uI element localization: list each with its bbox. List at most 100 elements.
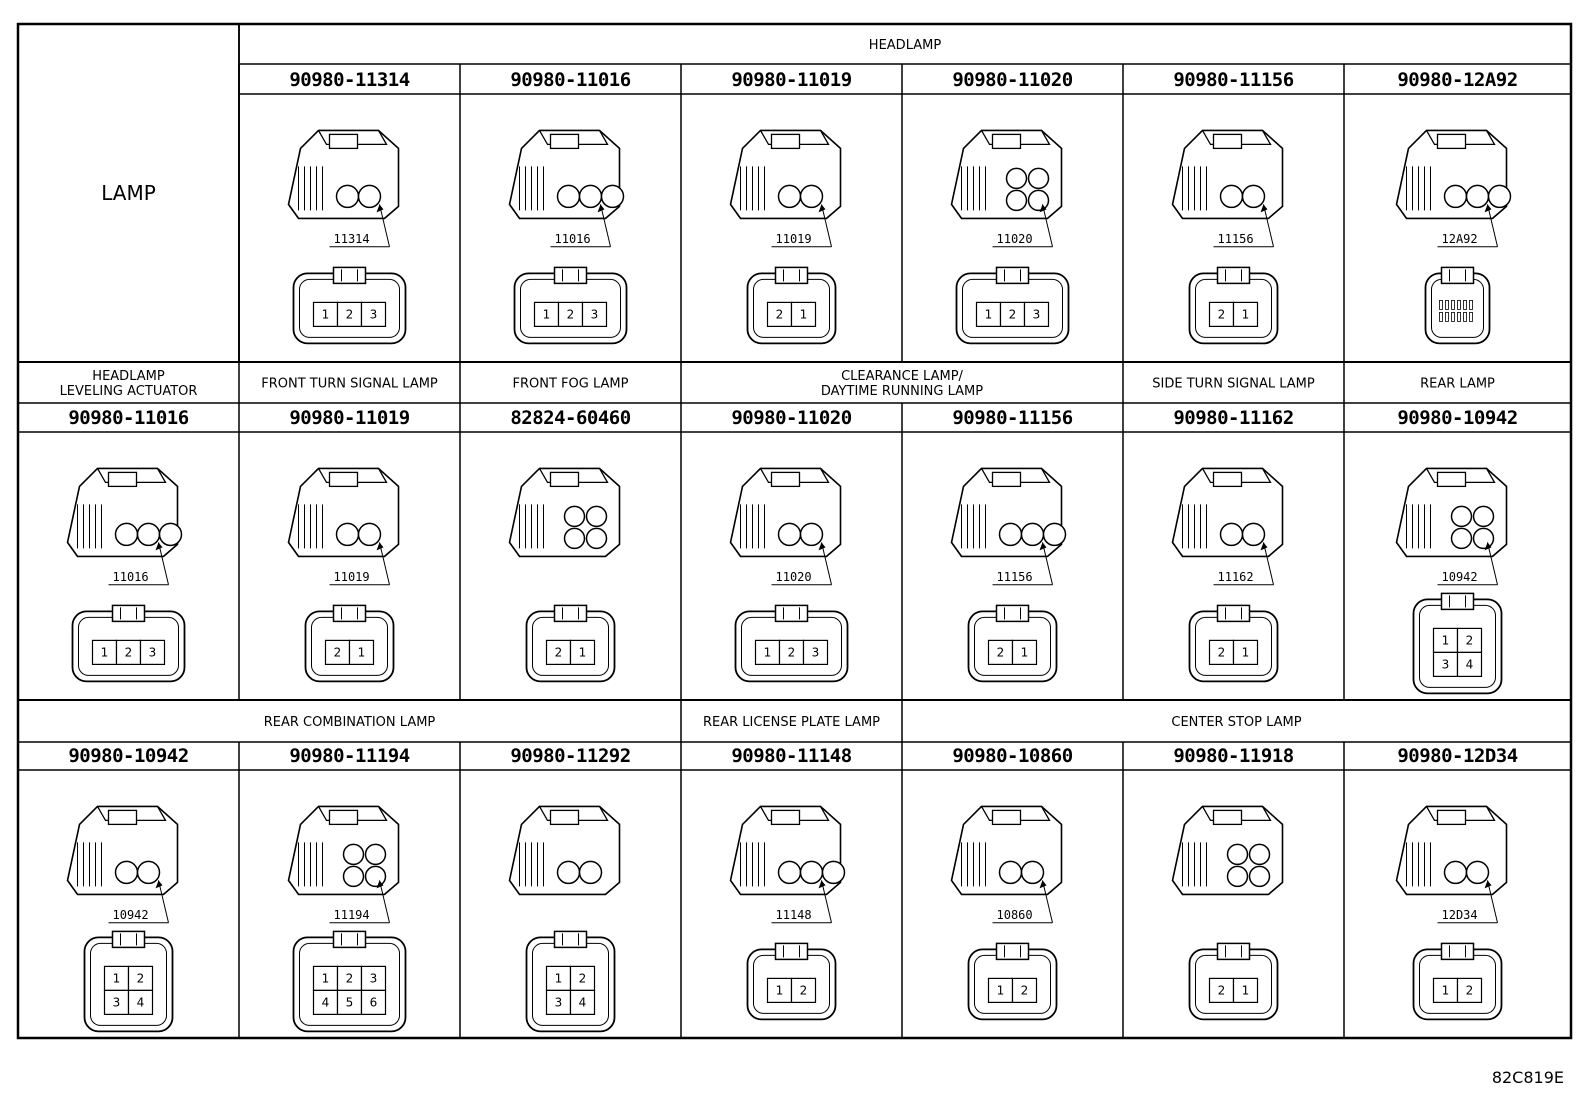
pin-number: 1 <box>776 983 784 997</box>
connector-drawing <box>508 129 625 220</box>
callout-label: 11019 <box>334 570 370 584</box>
pin-number: 4 <box>137 995 145 1009</box>
connector-drawing <box>508 467 621 558</box>
pin-number: 2 <box>346 307 354 321</box>
callout-label: 10942 <box>113 908 149 922</box>
pin-number: 2 <box>1218 983 1226 997</box>
part-number: 90980-11314 <box>289 69 409 91</box>
connector-drawing <box>287 467 400 558</box>
connector-drawing <box>508 805 621 896</box>
section-label: REAR LICENSE PLATE LAMP <box>703 715 880 730</box>
pin-number: 1 <box>1442 983 1450 997</box>
pin-number: 1 <box>1242 307 1250 321</box>
pin-number: 1 <box>1442 633 1450 647</box>
corner-label: LAMP <box>101 181 156 205</box>
chart-row: REAR COMBINATION LAMP REAR LICENSE PLATE … <box>18 24 1571 1038</box>
pin-number: 2 <box>776 307 784 321</box>
part-number: 90980-12D34 <box>1397 745 1517 767</box>
part-number: 90980-12A92 <box>1397 69 1517 91</box>
pin-number: 2 <box>1218 307 1226 321</box>
figure-code: 82C819E <box>1491 1068 1564 1087</box>
section-label: REAR COMBINATION LAMP <box>264 715 436 730</box>
pin-number: 3 <box>591 307 599 321</box>
pin-number: 3 <box>370 307 378 321</box>
pin-number: 2 <box>997 645 1005 659</box>
part-number: 90980-11194 <box>289 745 409 767</box>
callout-label: 11194 <box>334 908 370 922</box>
callout-label: 11020 <box>997 232 1033 246</box>
pin-number: 3 <box>149 645 157 659</box>
part-number: 90980-11016 <box>68 407 188 429</box>
pin-number: 5 <box>346 995 354 1009</box>
section-label: DAYTIME RUNNING LAMP <box>821 384 983 399</box>
pin-number: 1 <box>101 645 109 659</box>
pin-number: 1 <box>543 307 551 321</box>
pin-number: 1 <box>985 307 993 321</box>
section-label: LEVELING ACTUATOR <box>60 384 198 399</box>
pin-number: 1 <box>1021 645 1029 659</box>
part-number: 90980-11019 <box>731 69 851 91</box>
pin-number: 4 <box>579 995 587 1009</box>
pin-number: 2 <box>788 645 796 659</box>
connector-cell: 90980-12A92 12A92 <box>1343 64 1518 362</box>
part-number: 90980-10860 <box>952 745 1072 767</box>
connector-drawing <box>66 467 183 558</box>
connector-drawing <box>1171 467 1284 558</box>
part-number: 90980-10942 <box>1397 407 1517 429</box>
part-number: 90980-11020 <box>952 69 1072 91</box>
pin-number: 1 <box>1242 645 1250 659</box>
pin-number: 2 <box>555 645 563 659</box>
callout-label: 11148 <box>776 908 812 922</box>
connector-drawing <box>1395 805 1508 896</box>
pin-number: 2 <box>1218 645 1226 659</box>
section-label: SIDE TURN SIGNAL LAMP <box>1152 377 1315 392</box>
callout-label: 11314 <box>334 232 370 246</box>
pin-number: 3 <box>1033 307 1041 321</box>
pin-number: 1 <box>322 971 330 985</box>
connector-drawing <box>729 467 842 558</box>
connector-face <box>1424 266 1491 345</box>
pin-number: 2 <box>137 971 145 985</box>
pin-number: 2 <box>1466 633 1474 647</box>
part-number: 90980-11148 <box>731 745 851 767</box>
pin-number: 2 <box>800 983 808 997</box>
connector-drawing <box>950 129 1063 220</box>
section-label: FRONT FOG LAMP <box>513 377 629 392</box>
pin-number: 2 <box>1021 983 1029 997</box>
pin-number: 6 <box>370 995 378 1009</box>
callout-label: 12A92 <box>1442 232 1478 246</box>
pin-number: 3 <box>113 995 121 1009</box>
part-number: 82824-60460 <box>510 407 630 429</box>
connector-drawing <box>729 805 846 896</box>
part-number: 90980-11918 <box>1173 745 1293 767</box>
connector-drawing <box>950 467 1067 558</box>
section-label: HEADLAMP <box>92 369 165 384</box>
pin-number: 1 <box>579 645 587 659</box>
connector-drawing <box>66 805 179 896</box>
callout-label: 11162 <box>1218 570 1254 584</box>
part-number: 90980-11019 <box>289 407 409 429</box>
